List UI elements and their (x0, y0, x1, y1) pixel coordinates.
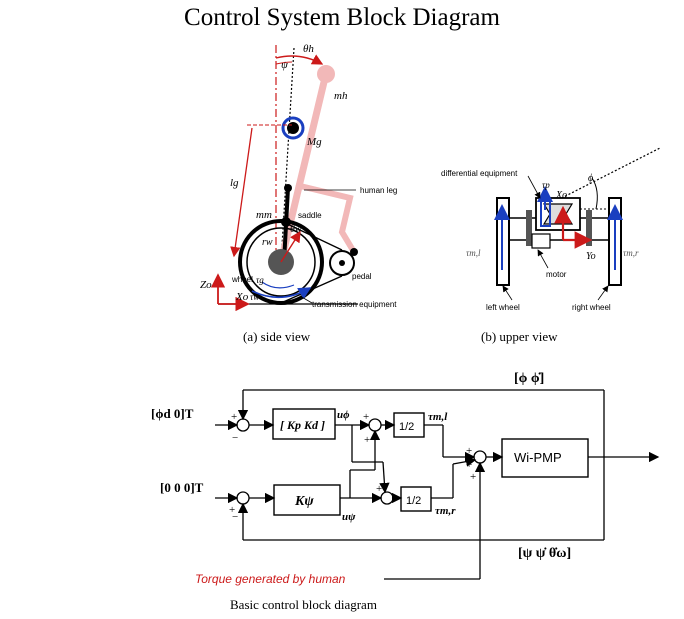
right-bearing (586, 210, 592, 246)
differential-box (535, 197, 581, 231)
sign-bottom-minus: − (232, 511, 238, 523)
rw-radius-arrow (280, 230, 301, 263)
theta-w-label: θw (290, 224, 302, 235)
differential-leader (527, 175, 541, 199)
tau-mr-join (452, 456, 477, 467)
half-top-label: 1/2 (399, 421, 414, 433)
belt-bottom (280, 275, 343, 304)
l-g-label: lg (230, 177, 239, 189)
psi-arc (275, 61, 293, 65)
y-o-label: Yo (586, 251, 596, 262)
M-g-label: Mg (306, 136, 322, 148)
saddle-joint (284, 184, 292, 192)
sign-plant-plus2: + (466, 459, 472, 471)
m-m-label: mm (256, 209, 272, 221)
half-bottom-label: 1/2 (406, 495, 421, 507)
tau-ml-block-label: τm,l (428, 411, 448, 423)
wheel-label: wheel (231, 275, 253, 284)
human-head-shape (317, 65, 335, 83)
sign-plant-plus3: + (470, 471, 476, 483)
theta-h-label: θh (303, 43, 314, 55)
gain-bottom-label: Kψ (294, 494, 314, 509)
motor-box (531, 233, 551, 249)
sign-plant-plus1: + (466, 445, 472, 457)
upper-view-diagram: differential equipment τp Xo ϕ τm,l τm,r… (441, 147, 661, 312)
theta-h-arc (275, 54, 324, 65)
transmission-label: transmission equipment (312, 300, 397, 309)
pedal-label: pedal (352, 272, 372, 281)
block-diagram-caption: Basic control block diagram (230, 597, 377, 612)
sum-junction-top (236, 418, 250, 432)
z-o-label: Zo (200, 279, 212, 291)
heading-dotted-line (539, 147, 661, 210)
motor-label: motor (546, 270, 567, 279)
tau-w-label: τw (250, 292, 259, 302)
tau-g-label: τg (256, 275, 264, 285)
input-top-label: [ϕd 0]T (151, 406, 194, 421)
sign-midtop-plus2: + (364, 434, 370, 446)
sum-junction-mid-bottom (380, 491, 394, 505)
wheel-inner (246, 227, 316, 297)
m-h-label: mh (334, 90, 348, 102)
plant-label: Wi-PMP (514, 450, 562, 465)
sum-junction-plant (473, 450, 487, 464)
transmission-leader (299, 295, 313, 304)
block-diagram (215, 389, 660, 580)
lg-dimension-arrow (230, 127, 253, 258)
sign-bottom-plus: + (229, 504, 235, 516)
human-torque-label: Torque generated by human (195, 572, 346, 586)
phi-arc (591, 177, 598, 210)
left-bearing (526, 210, 532, 246)
feedback-bottom-label: [ψ ψ̇ θ̇ω] (518, 546, 571, 561)
sign-top-plus: + (231, 411, 237, 423)
human-leg-label: human leg (360, 186, 397, 195)
u-psi-label: uψ (342, 511, 356, 523)
differential-label: differential equipment (441, 169, 518, 178)
sum-junction-mid-top (368, 418, 382, 432)
r-w-label: rw (262, 237, 273, 248)
motor-leader (537, 249, 549, 269)
tau-mr-label: τm,r (623, 248, 639, 258)
cog-ring (281, 116, 305, 140)
page-title: Control System Block Diagram (184, 4, 500, 31)
side-view-caption: (a) side view (243, 329, 311, 344)
phi-label: ϕ (588, 173, 593, 184)
tau-p-label: τp (542, 180, 550, 190)
gain-top-label: [ Kp Kd ] (280, 418, 325, 432)
feedback-top-label: [ϕ ϕ̇] (514, 371, 544, 386)
human-body-link (277, 81, 328, 263)
u-phi-to-bottom (379, 461, 390, 494)
left-wheel-label: left wheel (486, 303, 520, 312)
sign-midbottom-plus: + (376, 483, 382, 495)
right-wheel-label: right wheel (572, 303, 611, 312)
belt-top (280, 220, 343, 251)
human-leg-shape (295, 182, 357, 254)
tau-g-arc (261, 281, 295, 289)
cog-dot (287, 122, 299, 134)
sign-midbottom-minus: − (371, 493, 377, 505)
left-wheel-leader (502, 285, 513, 301)
pedal-gear-center (339, 260, 345, 266)
upper-view-caption: (b) upper view (481, 329, 558, 344)
tau-ml-label: τm,l (466, 248, 481, 258)
pedal-dot (350, 248, 358, 256)
tau-w-arc (251, 287, 312, 300)
x-o-label: Xo (235, 291, 249, 303)
input-bottom-label: [0 0 0]T (160, 480, 204, 495)
saddle-label: saddle (298, 211, 322, 220)
block-diagram-signs: + − + − + + + − + + + (229, 411, 476, 523)
tau-mr-block-label: τm,r (435, 505, 456, 517)
right-wheel-leader (597, 285, 609, 301)
sign-midtop-plus1: + (363, 411, 369, 423)
sum-junction-bottom (236, 491, 250, 505)
sign-top-minus: − (232, 432, 238, 444)
u-phi-label: uϕ (337, 409, 350, 421)
psi-label: ψ (281, 59, 288, 71)
upper-x-o-label: Xo (555, 190, 567, 201)
pedal-gear (329, 250, 355, 276)
side-view-diagram: θh ψ mh Mg lg human leg saddle mm θw rw … (200, 43, 397, 312)
